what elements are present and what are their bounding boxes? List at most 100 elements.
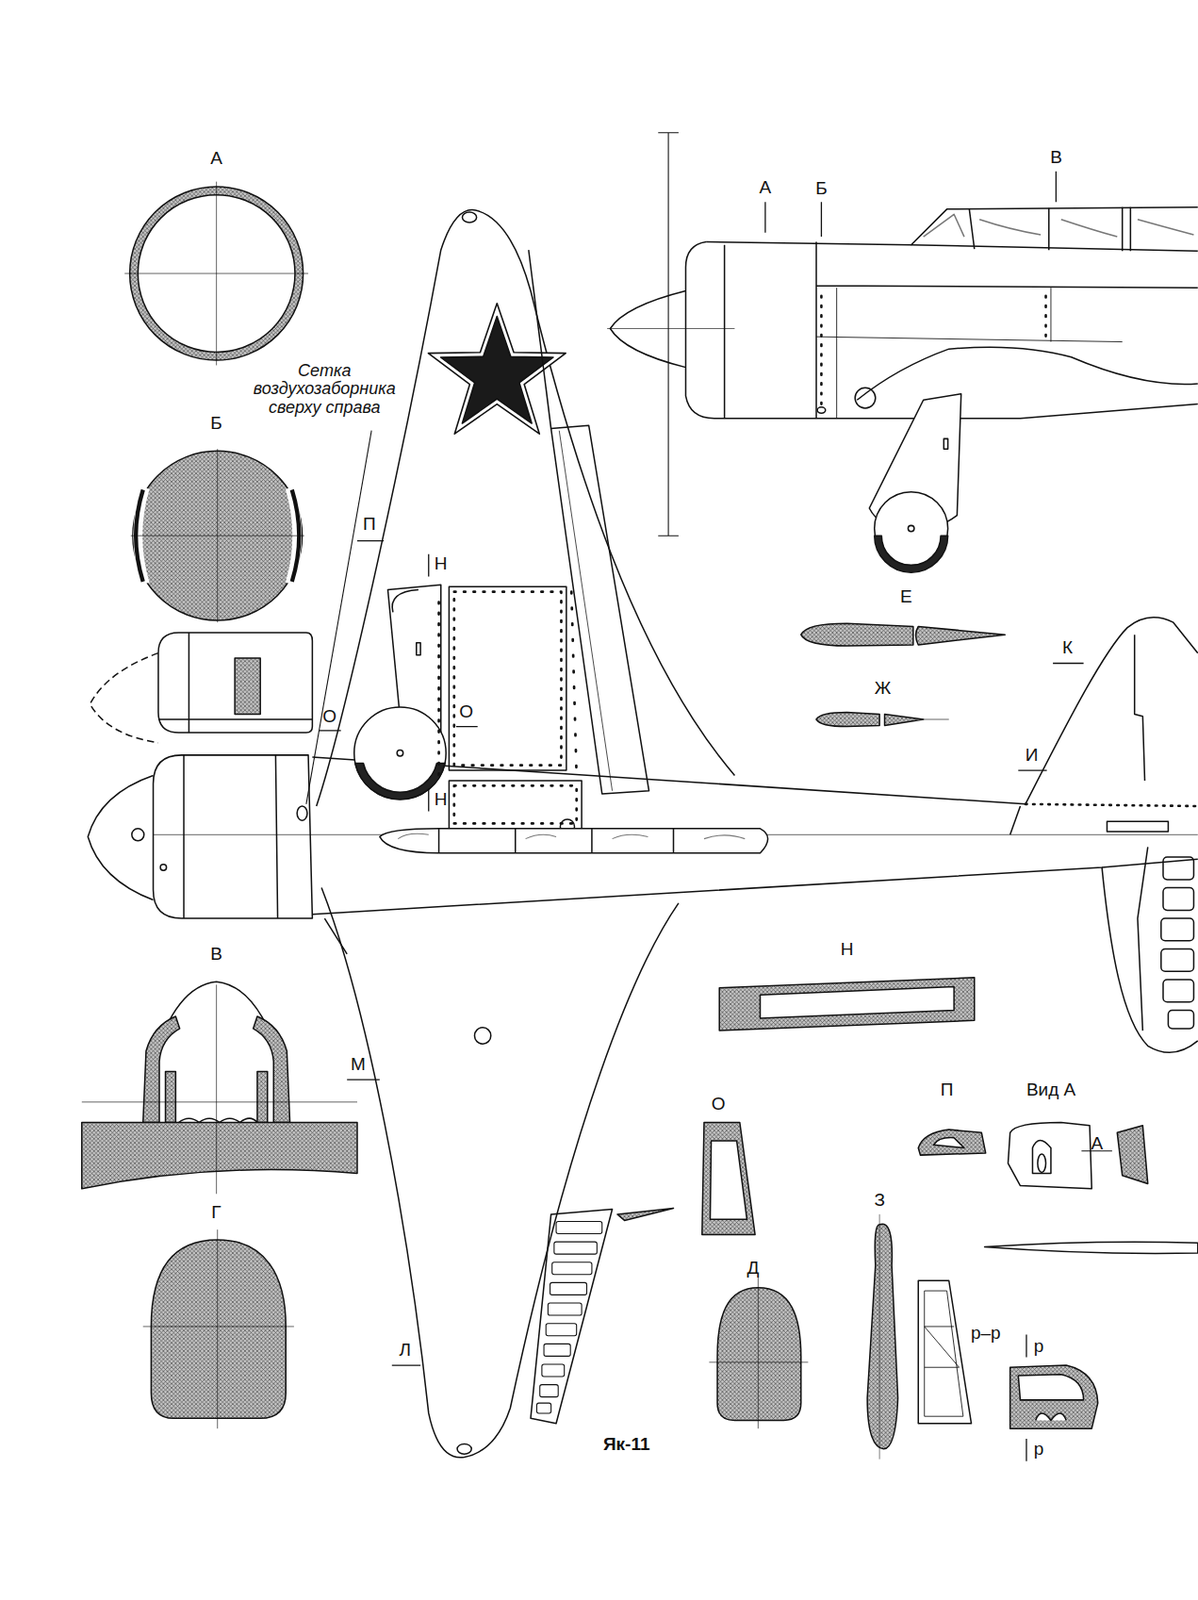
section-details-part — [924, 1290, 964, 1416]
section-details-part — [923, 719, 950, 721]
section-details-part — [702, 1121, 755, 1234]
plan-view-part — [311, 858, 1198, 914]
plan-view-part — [158, 632, 312, 733]
section-cowl-part — [253, 1016, 291, 1123]
plan-view-part — [448, 586, 566, 771]
plan-view-part — [536, 1220, 602, 1412]
plan-view-part-part — [550, 1281, 588, 1295]
section-letter: Н — [840, 938, 854, 959]
plan-view-part — [439, 828, 674, 854]
section-details-part — [1035, 1412, 1067, 1421]
section-details-part — [801, 623, 914, 646]
section-marker-part — [1017, 662, 1084, 771]
section-details-part — [933, 1137, 964, 1149]
section-details-part — [759, 986, 954, 1019]
side-view-part — [979, 219, 1194, 237]
plan-view-part — [158, 632, 312, 733]
side-view-part — [705, 207, 1198, 246]
section-letter: Н — [434, 788, 448, 809]
plan-view-part-part — [541, 1363, 565, 1377]
section-cowl-part — [165, 1070, 177, 1122]
section-fuselage-small-part — [708, 1277, 808, 1428]
side-view-part — [856, 346, 1198, 400]
side-view-part — [724, 241, 1198, 418]
section-disc-part — [131, 448, 305, 623]
section-details-part — [1116, 1125, 1148, 1184]
section-details-part — [617, 1207, 674, 1220]
section-details-part — [1007, 1121, 1092, 1188]
section-cowl-part — [82, 984, 358, 1194]
section-details-part — [918, 1280, 971, 1424]
plan-view-part — [457, 1443, 472, 1454]
plan-view-part — [571, 591, 576, 776]
section-letter: р–р — [970, 1322, 1002, 1343]
section-details-part — [924, 1326, 960, 1367]
plan-view-part-part — [1161, 949, 1195, 972]
section-details-part — [1037, 1153, 1047, 1172]
side-view-part — [657, 132, 679, 536]
side-view — [607, 132, 1198, 573]
section-fuselage-small-part — [717, 1287, 802, 1421]
plan-view-part — [379, 828, 769, 854]
section-details-part — [984, 1241, 1198, 1253]
plan-view-part-part — [554, 1241, 597, 1254]
section-letter: А — [1090, 1132, 1103, 1153]
section-letter: А — [210, 147, 223, 168]
plan-view-part — [321, 887, 679, 1458]
section-fuselage-part — [143, 1229, 295, 1428]
section-details-part — [719, 977, 975, 1031]
plan-view-part — [416, 642, 421, 656]
section-letter: З — [873, 1190, 885, 1211]
section-letter: П — [940, 1080, 954, 1100]
section-marker-part — [357, 541, 429, 812]
plan-view-part-part — [536, 1402, 551, 1413]
section-disc — [131, 448, 305, 623]
side-view-part — [907, 525, 914, 531]
side-view-part — [685, 241, 1198, 418]
section-details-part — [879, 1214, 881, 1460]
plan-view-part-part — [540, 1384, 558, 1397]
section-cowl-part — [257, 1070, 268, 1122]
plan-view-part — [461, 212, 476, 223]
plan-view-part-part — [1137, 846, 1149, 1031]
side-view-part — [609, 290, 686, 367]
section-marker-part — [765, 171, 1056, 237]
plan-view-part — [1025, 617, 1198, 805]
plan-view-part — [1134, 634, 1146, 781]
section-details-part — [885, 714, 924, 726]
plan-view-part-part — [556, 1220, 603, 1233]
plan-view-part — [316, 210, 736, 806]
plan-view-part — [1106, 820, 1168, 832]
plan-view — [87, 210, 1198, 1458]
section-details-part — [709, 1140, 747, 1219]
plan-view-part — [427, 303, 566, 435]
section-details-part — [1032, 1139, 1051, 1173]
plan-view-part-part — [543, 1343, 571, 1356]
side-view-part — [874, 535, 949, 573]
section-cowl-part — [143, 1016, 181, 1123]
section-letter: О — [459, 701, 474, 722]
plan-view-part-part — [1163, 856, 1194, 880]
plan-view-part-part — [1161, 918, 1195, 941]
section-fuselage-part — [150, 1239, 286, 1418]
side-view-part — [820, 295, 1046, 409]
section-letter: Ж — [874, 677, 892, 698]
section-letter: Б — [815, 179, 827, 199]
section-letter: В — [1050, 147, 1063, 167]
side-view-part — [923, 213, 965, 237]
plan-view-part — [454, 591, 562, 766]
plan-view-part-part — [545, 1323, 576, 1336]
plan-view-part — [355, 763, 445, 800]
section-letter: р — [1033, 1336, 1045, 1357]
plan-view-part — [1010, 805, 1021, 835]
drawing-caption: Як-11 — [603, 1433, 651, 1454]
plan-view-part-part — [552, 1262, 592, 1275]
section-marker-part — [1025, 1334, 1027, 1461]
section-letter: Л — [399, 1340, 411, 1361]
plan-view-part — [296, 805, 308, 821]
section-marker-part — [306, 430, 372, 805]
section-letter: П — [362, 514, 377, 535]
section-letter: А — [759, 178, 772, 198]
